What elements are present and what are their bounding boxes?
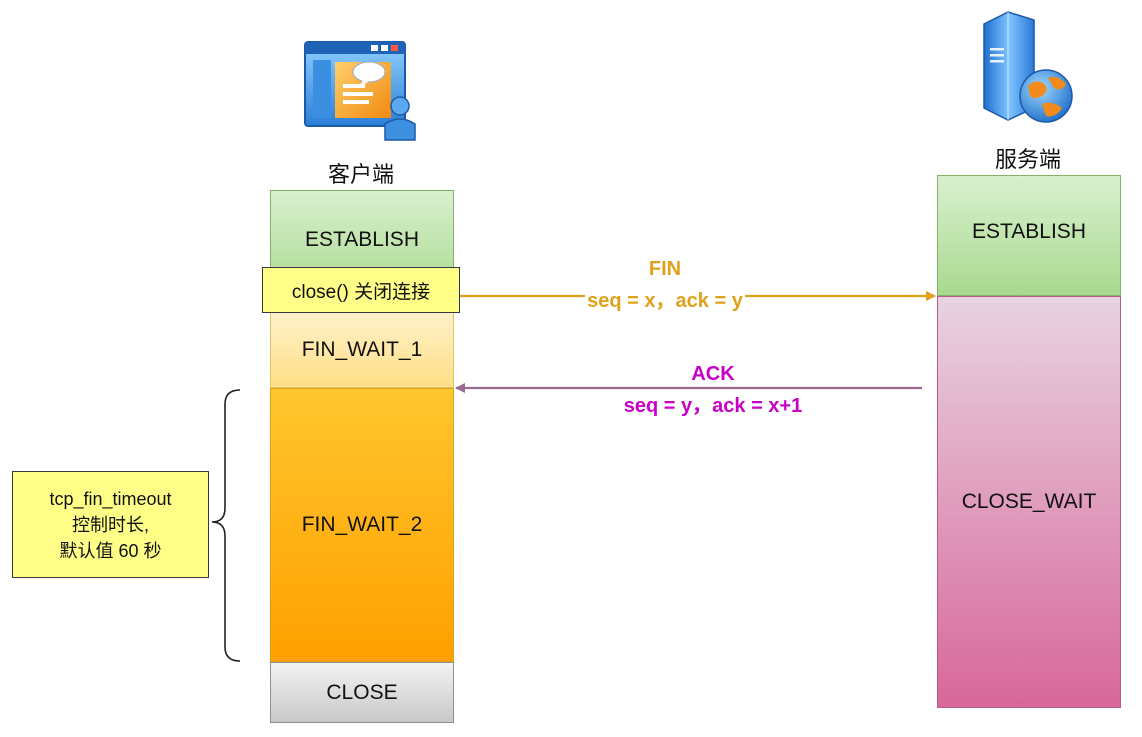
fin-detail: seq = x，ack = y	[585, 285, 745, 317]
client-label: 客户端	[327, 162, 394, 187]
server-establish-state: ESTABLISH	[937, 175, 1121, 296]
client-close-state: CLOSE	[270, 662, 454, 723]
note-line-2: 控制时长,	[71, 514, 149, 535]
server-close-wait-state: CLOSE_WAIT	[937, 296, 1121, 708]
ack-title: ACK	[691, 363, 735, 385]
note-line-3: 默认值 60 秒	[59, 540, 162, 561]
client-fin-wait-1-state: FIN_WAIT_1	[270, 298, 454, 388]
note-line-1: tcp_fin_timeout	[49, 488, 172, 509]
timeout-brace	[211, 389, 241, 662]
server-globe-icon	[983, 11, 1073, 123]
timeout-note: tcp_fin_timeout 控制时长, 默认值 60 秒	[12, 471, 209, 578]
client-fin-wait-2-state: FIN_WAIT_2	[270, 388, 454, 662]
server-label: 服务端	[994, 147, 1061, 172]
ack-message-label: ACK seq = y，ack = x+1	[598, 358, 828, 422]
client-computer-icon	[304, 41, 416, 141]
close-call-box: close() 关闭连接	[262, 267, 460, 313]
fin-message-label: FIN seq = x，ack = y	[560, 253, 770, 317]
ack-detail: seq = y，ack = x+1	[621, 390, 805, 422]
fin-title: FIN	[648, 258, 682, 280]
